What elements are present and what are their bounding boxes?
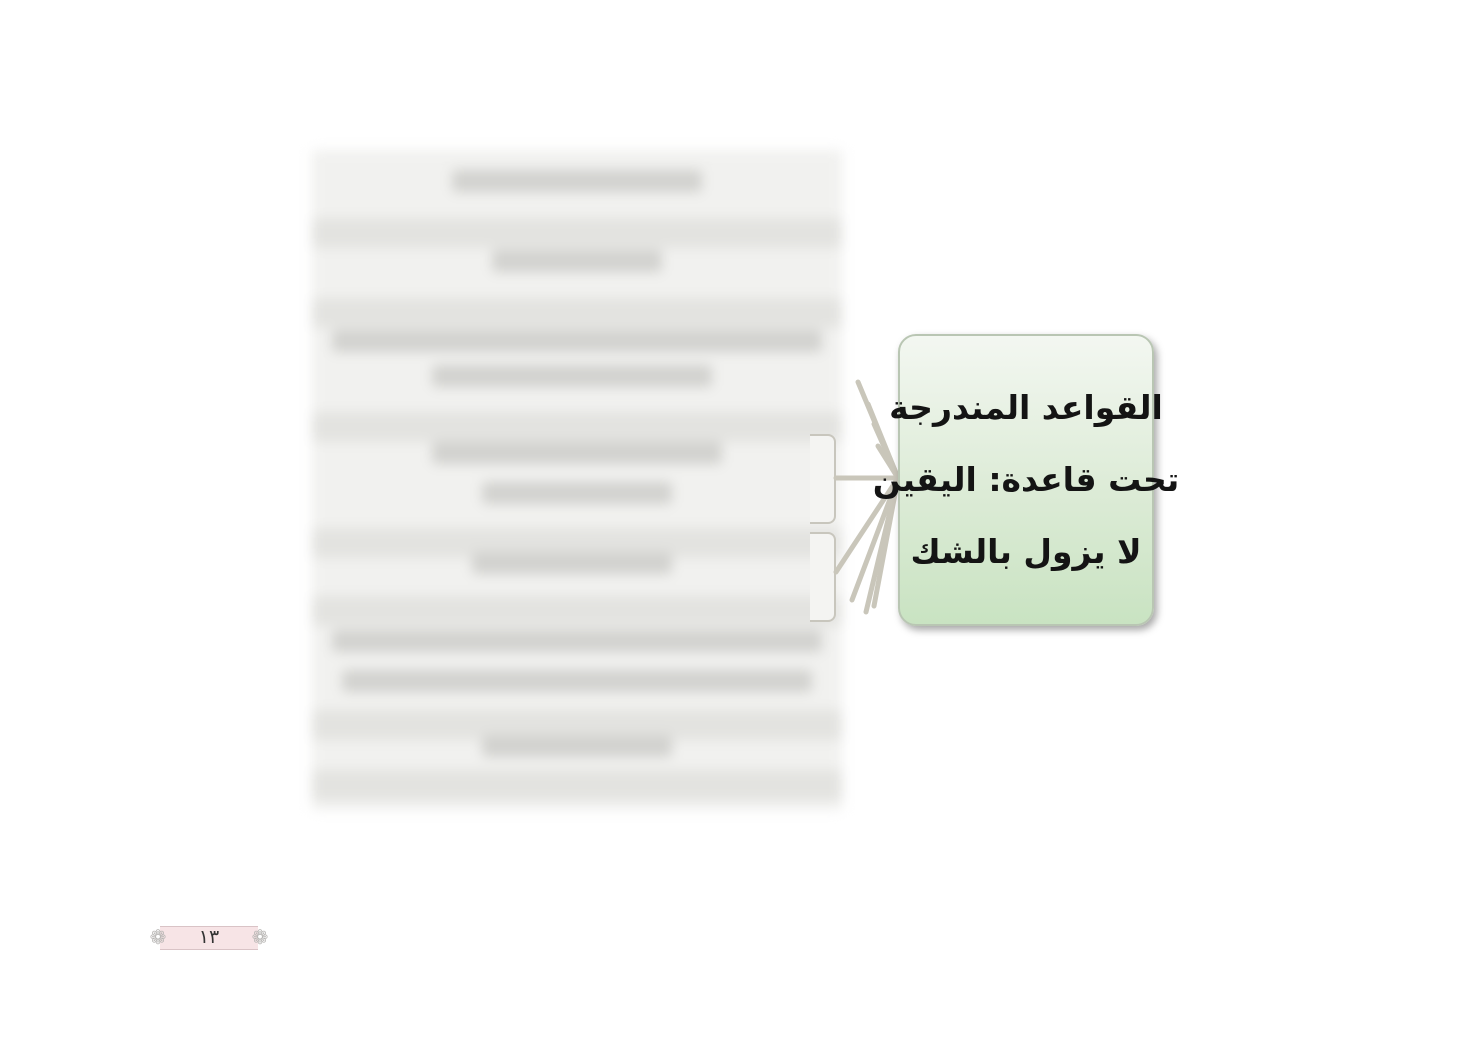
topic-title-box: القواعد المندرجة تحت قاعدة: اليقين لا يز… [873,334,1179,626]
title-line-3: لا يزول بالشك [910,532,1142,571]
page-number-badge: ❁ ❁ ١٣ [148,924,270,950]
blurred-text-panel [312,150,842,810]
title-line-2: تحت قاعدة: اليقين [872,460,1180,499]
title-line-1: القواعد المندرجة [889,388,1163,427]
connector-bracket-upper [810,434,836,524]
badge-body [160,926,258,950]
ornament-icon: ❁ [149,925,167,949]
page-number: ١٣ [198,926,220,948]
connector-bracket-lower [810,532,836,622]
ornament-icon: ❁ [251,925,269,949]
